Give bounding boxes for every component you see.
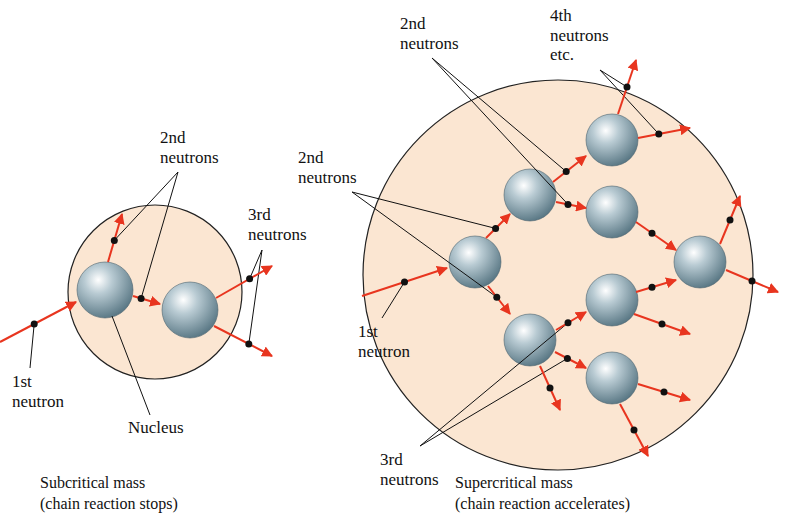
- nucleus-sphere: [586, 274, 638, 326]
- part-label: 3rd neutrons: [248, 205, 323, 244]
- neutron-arrow: [618, 60, 636, 114]
- nucleus-sphere: [586, 114, 638, 166]
- nucleus-sphere: [674, 236, 726, 288]
- nucleus-sphere: [586, 352, 638, 404]
- neutron-dot: [661, 389, 668, 396]
- neutron-arrow: [133, 296, 160, 304]
- neutron-arrow: [362, 268, 447, 296]
- neutron-arrow: [540, 366, 560, 410]
- part-label: 2nd neutrons: [400, 14, 480, 53]
- neutron-dot: [246, 275, 253, 282]
- mass-caption: Supercritical mass: [455, 474, 573, 492]
- neutron-arrow: [555, 352, 586, 368]
- neutron-dot: [547, 385, 554, 392]
- neutron-arrow: [620, 404, 648, 456]
- leader-line: [30, 324, 34, 368]
- neutron-dot: [564, 355, 571, 362]
- neutron-dot: [727, 217, 734, 224]
- neutron-arrow: [108, 214, 122, 262]
- neutron-arrow: [726, 270, 778, 292]
- neutron-dot: [655, 131, 662, 138]
- leader-line: [432, 58, 566, 172]
- neutron-arrow: [634, 314, 690, 334]
- neutron-dot: [401, 279, 408, 286]
- leader-line: [432, 58, 568, 204]
- neutron-arrow: [556, 312, 586, 330]
- neutron-arrow: [0, 302, 76, 342]
- nucleus-sphere: [162, 282, 218, 338]
- neutron-dot: [138, 295, 145, 302]
- neutron-arrow: [488, 286, 510, 314]
- nucleus-sphere: [586, 186, 638, 238]
- neutron-dot: [565, 201, 572, 208]
- neutron-arrow: [638, 384, 690, 400]
- fissile-mass: [363, 80, 753, 470]
- neutron-arrow: [553, 156, 586, 182]
- neutron-dot: [624, 84, 631, 91]
- neutron-dot: [111, 237, 118, 244]
- part-label: 2nd neutrons: [298, 148, 378, 187]
- nucleus-sphere: [77, 262, 133, 318]
- fissile-mass: [68, 205, 242, 379]
- neutron-dot: [659, 321, 666, 328]
- neutron-dot: [245, 341, 252, 348]
- part-label: 3rd neutrons: [380, 450, 450, 489]
- neutron-dot: [749, 278, 756, 285]
- neutron-dot: [565, 319, 572, 326]
- nucleus-sphere: [449, 236, 501, 288]
- neutron-dot: [492, 225, 499, 232]
- part-label: 1st neutron: [358, 322, 418, 361]
- leader-line: [420, 323, 568, 446]
- mass-caption: (chain reaction stops): [40, 495, 178, 513]
- part-label: 1st neutron: [12, 372, 72, 411]
- neutron-arrow: [216, 266, 272, 298]
- leader-line: [112, 316, 150, 415]
- leader-line: [141, 172, 178, 298]
- part-label: 2nd neutrons: [160, 128, 240, 167]
- neutron-arrow: [486, 214, 510, 238]
- part-label: Nucleus: [128, 418, 184, 438]
- mass-caption: Subcritical mass: [40, 474, 145, 492]
- neutron-dot: [563, 168, 570, 175]
- neutron-arrow: [636, 280, 676, 292]
- neutron-arrow: [720, 196, 740, 244]
- neutron-dot: [631, 427, 638, 434]
- nucleus-sphere: [504, 169, 556, 221]
- neutron-arrow: [638, 128, 690, 138]
- neutron-dot: [31, 321, 38, 328]
- neutron-arrow: [636, 222, 676, 250]
- neutron-dot: [649, 284, 656, 291]
- mass-caption: (chain reaction accelerates): [455, 495, 630, 513]
- leader-line: [352, 192, 497, 297]
- neutron-dot: [649, 230, 656, 237]
- neutron-dot: [493, 294, 500, 301]
- part-label: 4th neutrons etc.: [550, 6, 620, 65]
- leader-line: [420, 358, 567, 446]
- leader-line: [352, 192, 496, 228]
- nucleus-sphere: [504, 314, 556, 366]
- leader-line: [249, 250, 262, 344]
- neutron-arrow: [214, 326, 272, 356]
